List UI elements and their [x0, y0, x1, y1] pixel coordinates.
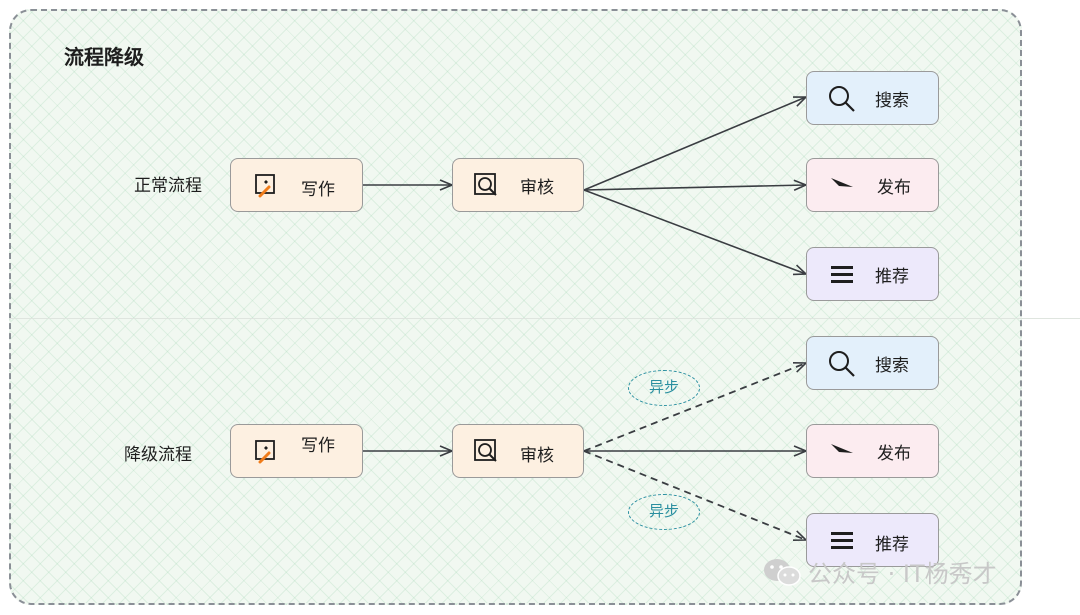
arrow-review-to-recommend-async — [583, 450, 806, 540]
async-badge-bottom: 异步 — [628, 494, 700, 530]
search-icon — [829, 351, 855, 377]
send-icon — [831, 178, 853, 187]
send-icon — [831, 444, 853, 453]
write-node: 写作 — [230, 158, 363, 212]
list-icon — [831, 266, 853, 283]
arrow-review-to-search — [583, 97, 806, 191]
watermark-text: 公众号 · IT杨秀才 — [808, 560, 997, 588]
normal-flow-label: 正常流程 — [134, 176, 202, 196]
search-icon — [829, 86, 855, 112]
publish-node-degraded: 发布 — [806, 424, 939, 478]
review-label: 审核 — [520, 178, 554, 198]
wechat-icon — [764, 558, 801, 586]
recommend-node-degraded: 推荐 — [806, 513, 939, 567]
recommend-label: 推荐 — [875, 267, 909, 287]
edit-icon — [255, 174, 275, 198]
publish-label: 发布 — [877, 444, 911, 464]
recommend-node: 推荐 — [806, 247, 939, 301]
recommend-label: 推荐 — [875, 535, 909, 555]
write-label: 写作 — [301, 436, 335, 456]
arrow-review-to-publish — [583, 185, 806, 190]
review-magnifier-icon — [474, 173, 497, 196]
search-label: 搜索 — [875, 356, 909, 376]
write-label: 写作 — [301, 180, 335, 200]
degraded-flow-label: 降级流程 — [124, 445, 192, 465]
review-node-degraded: 审核 — [452, 424, 584, 478]
section-divider — [9, 318, 1080, 319]
search-label: 搜索 — [875, 91, 909, 111]
watermark: 公众号 · IT杨秀才 — [762, 554, 997, 589]
search-node-degraded: 搜索 — [806, 336, 939, 390]
publish-node: 发布 — [806, 158, 939, 212]
write-node-degraded: 写作 — [230, 424, 363, 478]
review-label: 审核 — [520, 446, 554, 466]
review-node: 审核 — [452, 158, 584, 212]
review-magnifier-icon — [474, 439, 497, 462]
arrow-review-to-search-async — [583, 363, 806, 452]
arrow-review-to-recommend — [583, 189, 806, 274]
diagram-title: 流程降级 — [64, 45, 144, 69]
publish-label: 发布 — [877, 178, 911, 198]
edit-icon — [255, 440, 275, 464]
list-icon — [831, 532, 853, 549]
async-badge-top: 异步 — [628, 370, 700, 406]
search-node: 搜索 — [806, 71, 939, 125]
